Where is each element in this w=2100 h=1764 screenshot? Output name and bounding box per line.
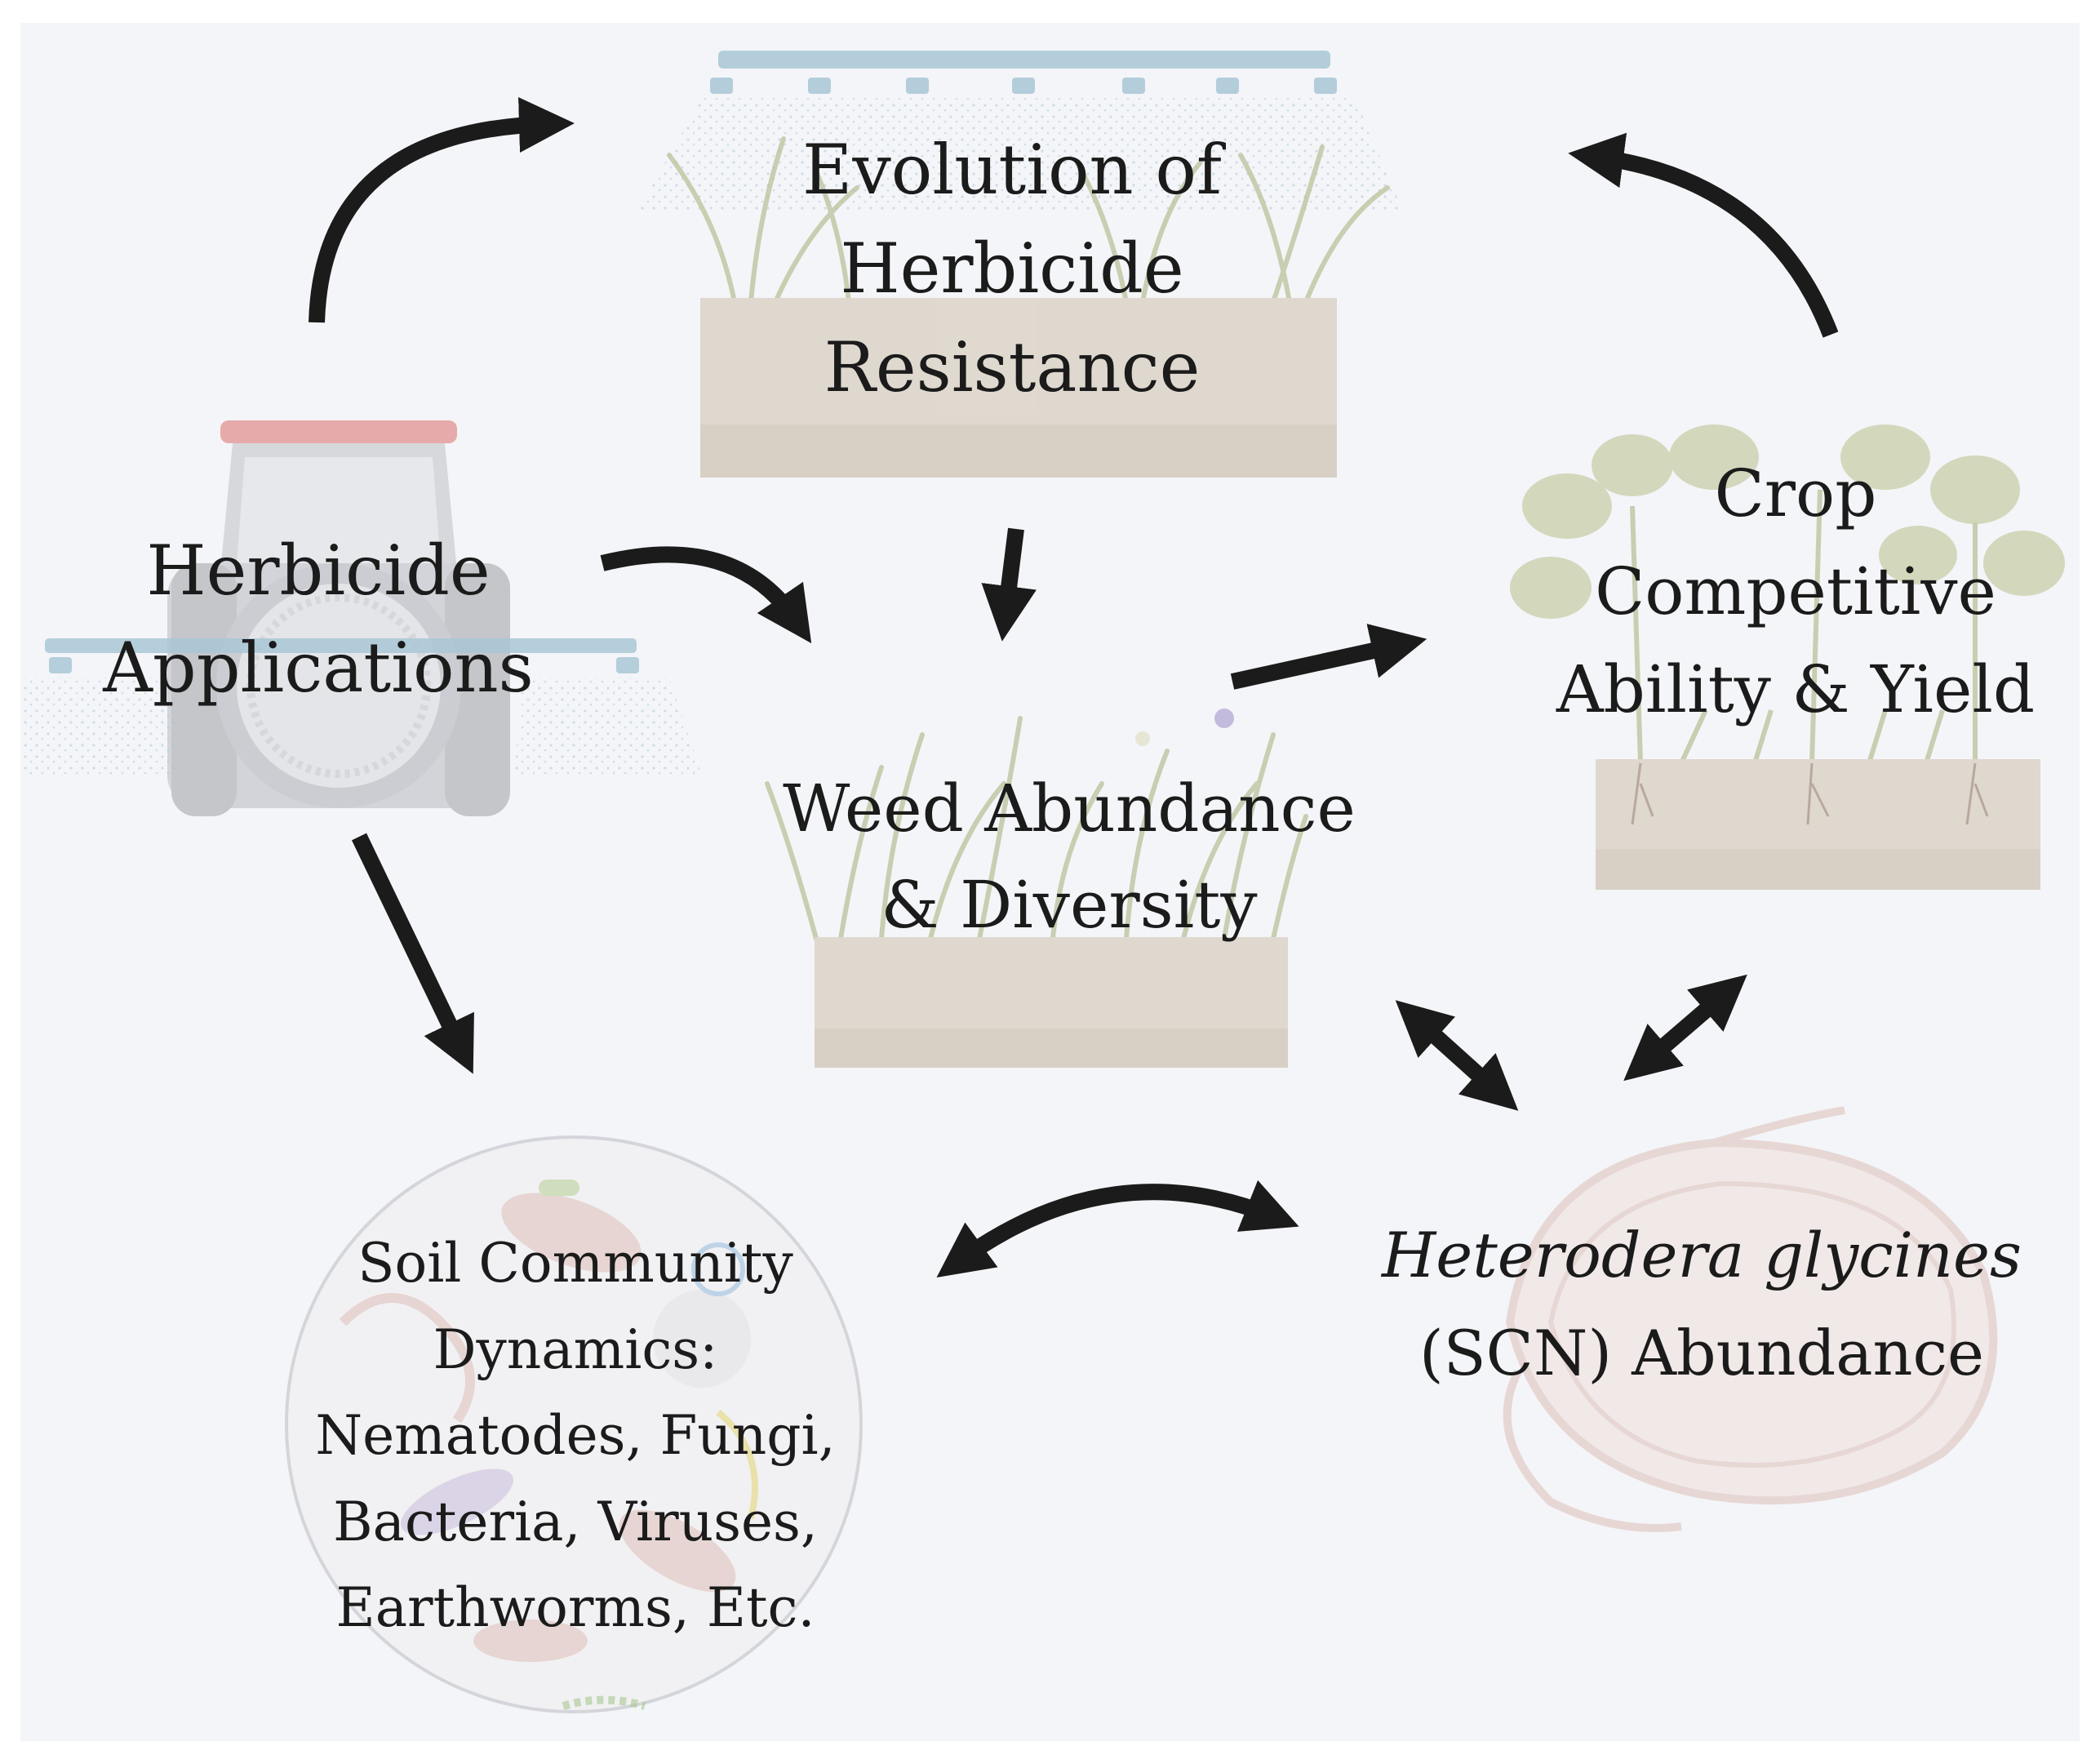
tractor-icon (167, 420, 510, 816)
crop-line-3: Ability & Yield (1556, 651, 2036, 727)
soil-line-3: Nematodes, Fungi, (315, 1404, 836, 1468)
nematode-icon (1503, 1106, 1998, 1532)
soil-line-5: Earthworms, Etc. (335, 1576, 815, 1640)
soil-line-4: Bacteria, Viruses, (333, 1490, 818, 1553)
arrow-weed-scn (1395, 1000, 1519, 1111)
arrow-weed-to-crop (1230, 624, 1427, 690)
herbicide-line-1: Herbicide (146, 531, 491, 611)
arrow-soil-scn (936, 1180, 1299, 1278)
arrows (309, 97, 1839, 1278)
arrow-herbicide-to-soil (351, 833, 474, 1074)
evolution-line-2: Herbicide (840, 228, 1184, 309)
node-scn-abundance: Heterodera glycines (SCN) Abundance (1322, 1206, 2081, 1402)
sprayer-boom-icon (637, 51, 1404, 212)
weed-line-2: & Diversity (881, 867, 1258, 944)
arrow-crop-scn (1623, 974, 1747, 1082)
soil-line-2: Dynamics: (433, 1317, 718, 1381)
herbicide-line-2: Applications (103, 628, 534, 709)
node-soil-community: Soil Community Dynamics: Nematodes, Fung… (269, 1220, 881, 1651)
weed-bed-icon (765, 709, 1308, 1068)
node-herbicide-applications: Herbicide Applications (49, 522, 588, 718)
evolution-line-3: Resistance (824, 327, 1201, 407)
soil-line-1: Soil Community (357, 1232, 793, 1295)
crop-line-2: Competitive (1595, 553, 1996, 629)
evolution-line-1: Evolution of (802, 130, 1222, 210)
node-evolution-of-resistance: Evolution of Herbicide Resistance (718, 121, 1306, 417)
arrow-evolution-to-weed (981, 527, 1037, 642)
node-crop-competitive-ability: Crop Competitive Ability & Yield (1502, 445, 2089, 739)
crop-line-1: Crop (1714, 455, 1877, 531)
weed-line-1: Weed Abundance (783, 771, 1356, 846)
resistance-weed-bed-icon (667, 136, 1390, 478)
node-weed-abundance: Weed Abundance & Diversity (735, 761, 1404, 954)
tractor-sprayer-boom-icon (20, 638, 702, 775)
arrow-crop-to-evolution (1568, 132, 1839, 338)
soil-microbes-icon (285, 1135, 863, 1713)
arrow-herbicide-to-evolution (309, 97, 575, 323)
scn-line-1: Heterodera glycines (1382, 1219, 2022, 1291)
scn-line-2: (SCN) Abundance (1418, 1317, 1985, 1390)
arrow-herbicide-to-weed (600, 546, 812, 644)
crop-plants-icon (1510, 424, 2065, 890)
